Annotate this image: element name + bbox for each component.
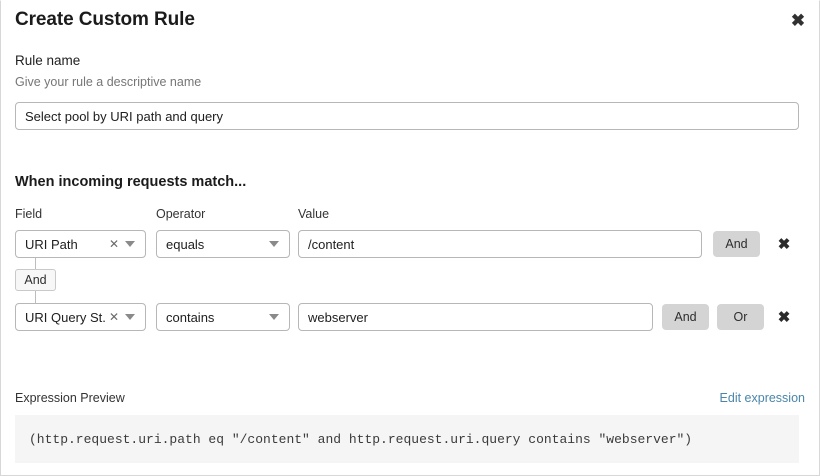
column-header-operator: Operator — [156, 207, 206, 221]
rule-name-label: Rule name — [15, 53, 81, 68]
row-2-field-select[interactable]: URI Query St... ✕ — [15, 303, 146, 331]
expression-preview-box: (http.request.uri.path eq "/content" and… — [15, 415, 799, 463]
expression-preview-code: (http.request.uri.path eq "/content" and… — [29, 431, 693, 447]
clear-icon[interactable]: ✕ — [108, 309, 119, 324]
page-title: Create Custom Rule — [15, 9, 195, 30]
row-2-and-button[interactable]: And — [662, 304, 709, 330]
close-icon[interactable]: ✖ — [790, 10, 806, 30]
row-1-operator-value: equals — [166, 236, 205, 252]
expression-preview-label: Expression Preview — [15, 391, 125, 405]
chevron-down-icon[interactable] — [125, 241, 135, 247]
row-1-value-input[interactable] — [298, 230, 702, 258]
edit-expression-link[interactable]: Edit expression — [719, 391, 805, 405]
row-1-field-select[interactable]: URI Path ✕ — [15, 230, 146, 258]
row-1-operator-select[interactable]: equals — [156, 230, 290, 258]
row-2-or-button[interactable]: Or — [717, 304, 764, 330]
row-2-operator-select[interactable]: contains — [156, 303, 290, 331]
chevron-down-icon[interactable] — [269, 241, 279, 247]
row-2-operator-value: contains — [166, 309, 215, 325]
column-header-field: Field — [15, 207, 43, 221]
row-1-remove-icon[interactable]: ✖ — [777, 235, 791, 253]
row-2-field-value: URI Query St... — [25, 309, 107, 325]
row-2-remove-icon[interactable]: ✖ — [777, 308, 791, 326]
clear-icon[interactable]: ✕ — [108, 236, 119, 251]
rule-name-help-text: Give your rule a descriptive name — [15, 75, 202, 89]
connector-line-top — [35, 258, 36, 269]
connector-line-bottom — [35, 291, 36, 303]
row-2-value-input[interactable] — [298, 303, 653, 331]
column-header-value: Value — [298, 207, 330, 221]
chevron-down-icon[interactable] — [269, 314, 279, 320]
rule-name-input[interactable] — [15, 102, 799, 130]
group-connector-and-button[interactable]: And — [15, 269, 56, 291]
row-1-and-button[interactable]: And — [713, 231, 760, 257]
row-1-field-value: URI Path — [25, 236, 78, 252]
chevron-down-icon[interactable] — [125, 314, 135, 320]
conditions-heading: When incoming requests match... — [15, 174, 247, 190]
